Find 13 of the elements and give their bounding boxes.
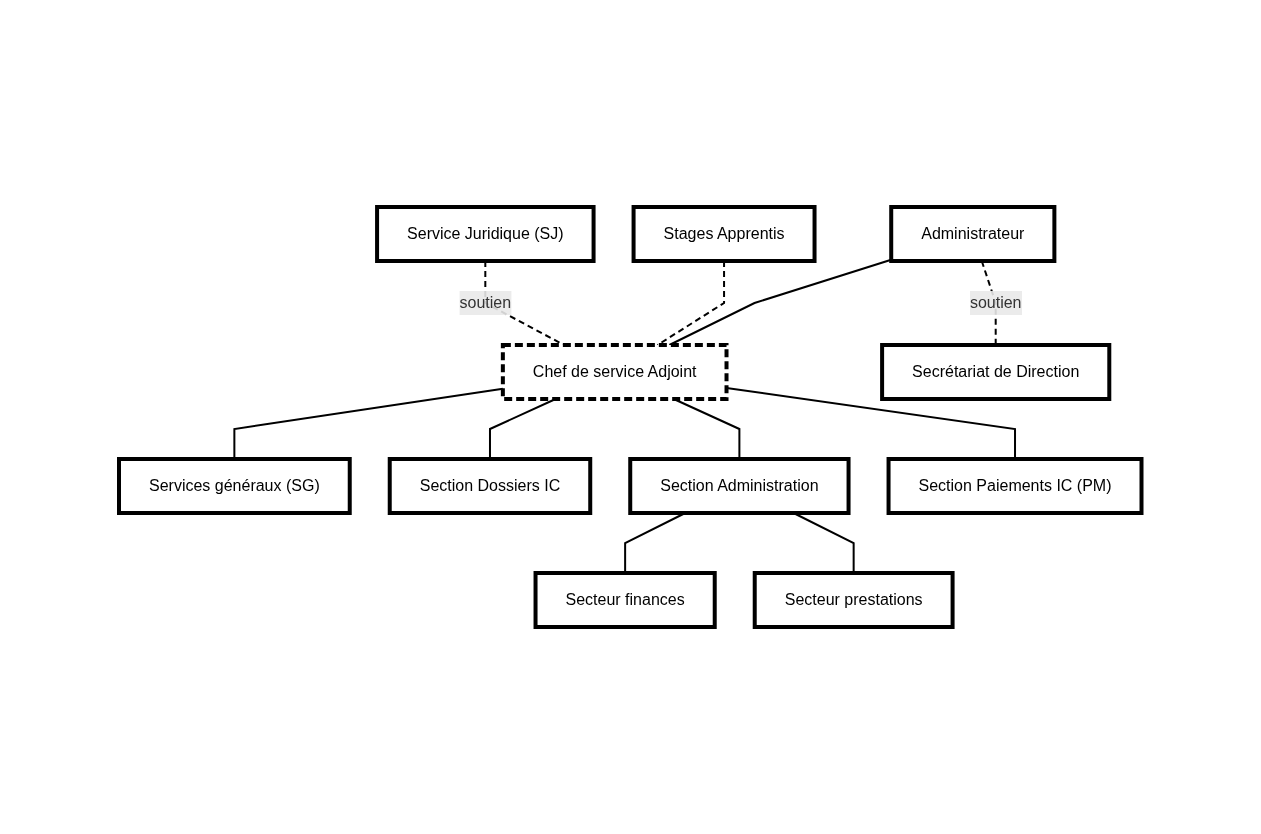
node-box: Services généraux (SG) <box>117 457 352 515</box>
node-box: Section Dossiers IC <box>388 457 593 515</box>
node-box: Secrétariat de Direction <box>880 343 1112 401</box>
edge-label: soutien <box>970 294 1022 311</box>
node-box: Section Administration <box>628 457 851 515</box>
node-box: Stages Apprentis <box>631 205 817 263</box>
node-box: Secteur prestations <box>752 571 955 629</box>
node-box: Section Paiements IC (PM) <box>886 457 1144 515</box>
node-box: Secteur finances <box>533 571 717 629</box>
edge-label: soutien <box>459 294 512 311</box>
node-box: Administrateur <box>889 205 1057 263</box>
node-box: Service Juridique (SJ) <box>375 205 596 263</box>
node-box: Chef de service Adjoint <box>501 343 729 401</box>
